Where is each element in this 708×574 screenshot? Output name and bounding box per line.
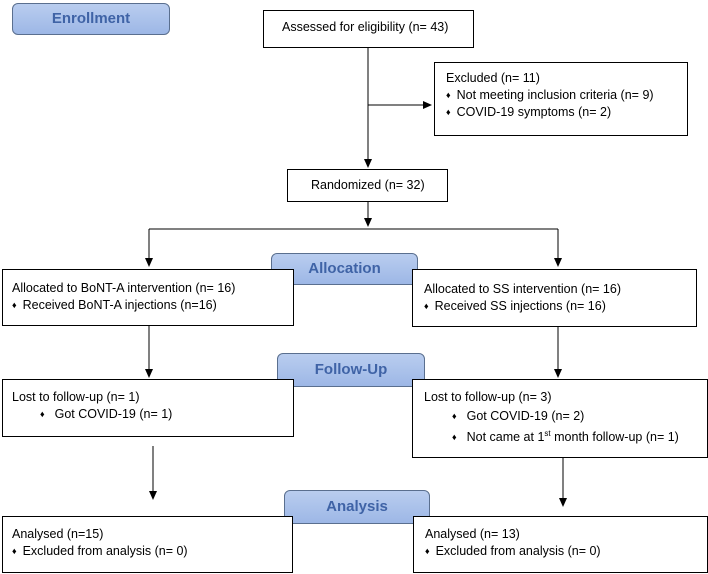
left-allocation-box: Allocated to BoNT-A intervention (n= 16)… bbox=[2, 269, 294, 326]
left-followup-title: Lost to follow-up (n= 1) bbox=[12, 390, 140, 404]
randomized-box: Randomized (n= 32) bbox=[287, 169, 448, 202]
bullet-icon: ♦ bbox=[446, 90, 451, 100]
bullet-icon: ♦ bbox=[424, 301, 429, 311]
left-followup-box: Lost to follow-up (n= 1) ♦Got COVID-19 (… bbox=[2, 379, 294, 437]
bullet-icon: ♦ bbox=[40, 409, 45, 419]
excluded-item: ♦Not meeting inclusion criteria (n= 9) bbox=[446, 88, 654, 102]
stage-analysis: Analysis bbox=[284, 490, 430, 524]
stage-enrollment: Enrollment bbox=[12, 3, 170, 35]
excluded-box: Excluded (n= 11) ♦Not meeting inclusion … bbox=[434, 62, 688, 136]
right-analysis-title: Analysed (n= 13) bbox=[425, 527, 520, 541]
right-analysis-item: ♦Excluded from analysis (n= 0) bbox=[425, 544, 601, 558]
assessed-text: Assessed for eligibility (n= 43) bbox=[282, 20, 449, 34]
right-followup-box: Lost to follow-up (n= 3) ♦Got COVID-19 (… bbox=[412, 379, 708, 458]
excluded-title: Excluded (n= 11) bbox=[446, 71, 540, 85]
bullet-icon: ♦ bbox=[452, 432, 457, 442]
assessed-box: Assessed for eligibility (n= 43) bbox=[263, 10, 474, 48]
left-analysis-box: Analysed (n=15) ♦Excluded from analysis … bbox=[2, 516, 293, 573]
randomized-text: Randomized (n= 32) bbox=[311, 178, 425, 192]
right-followup-item: ♦Not came at 1st month follow-up (n= 1) bbox=[452, 428, 679, 444]
right-analysis-box: Analysed (n= 13) ♦Excluded from analysis… bbox=[413, 516, 708, 573]
left-allocation-item: ♦Received BoNT-A injections (n=16) bbox=[12, 298, 217, 312]
right-followup-title: Lost to follow-up (n= 3) bbox=[424, 390, 552, 404]
bullet-icon: ♦ bbox=[452, 411, 457, 421]
left-analysis-title: Analysed (n=15) bbox=[12, 527, 104, 541]
bullet-icon: ♦ bbox=[12, 300, 17, 310]
bullet-icon: ♦ bbox=[446, 107, 451, 117]
bullet-icon: ♦ bbox=[12, 546, 17, 556]
right-allocation-box: Allocated to SS intervention (n= 16) ♦Re… bbox=[412, 269, 697, 327]
right-followup-item: ♦Got COVID-19 (n= 2) bbox=[452, 409, 585, 423]
right-allocation-item: ♦Received SS injections (n= 16) bbox=[424, 299, 606, 313]
excluded-item: ♦COVID-19 symptoms (n= 2) bbox=[446, 105, 612, 119]
left-analysis-item: ♦Excluded from analysis (n= 0) bbox=[12, 544, 188, 558]
left-followup-item: ♦Got COVID-19 (n= 1) bbox=[40, 407, 173, 421]
left-allocation-title: Allocated to BoNT-A intervention (n= 16) bbox=[12, 281, 236, 295]
bullet-icon: ♦ bbox=[425, 546, 430, 556]
right-allocation-title: Allocated to SS intervention (n= 16) bbox=[424, 282, 621, 296]
stage-follow-up: Follow-Up bbox=[277, 353, 425, 387]
